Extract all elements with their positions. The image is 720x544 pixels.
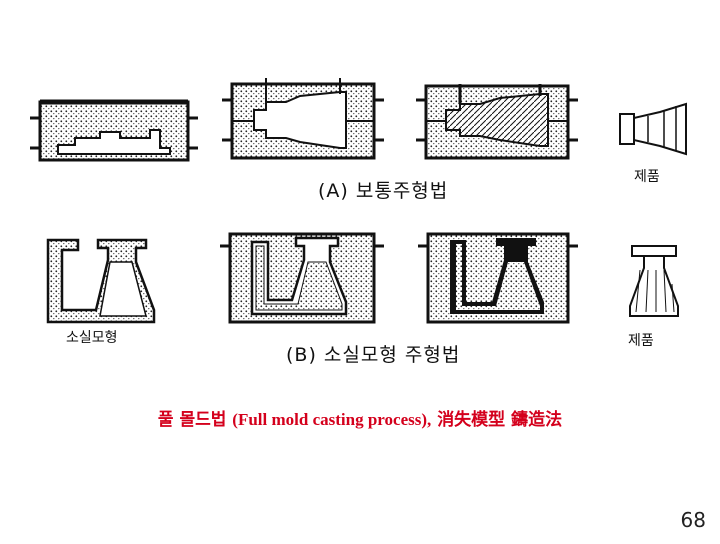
product-a	[620, 104, 686, 154]
caption-korean: 풀 몰드법	[158, 410, 226, 430]
slide-caption: 풀 몰드법 (Full mold casting process), 消失模型 …	[0, 405, 720, 430]
section-a-label: (A) 보통주형법	[318, 176, 448, 203]
product-a-label: 제품	[634, 166, 660, 186]
product-b	[630, 246, 678, 316]
section-b-label: (B) 소실모형 주형법	[286, 340, 460, 367]
mold-a2	[222, 78, 384, 158]
page-number: 68	[681, 508, 706, 532]
foam-pattern	[48, 240, 154, 322]
caption-english: (Full mold casting process),	[232, 410, 431, 429]
pattern-label: 소실모형	[66, 327, 118, 347]
mold-b3	[418, 234, 578, 322]
mold-a3	[416, 84, 578, 158]
mold-b2	[220, 234, 384, 322]
caption-hanja: 消失模型 鑄造法	[437, 410, 562, 430]
product-b-label: 제품	[628, 330, 654, 350]
mold-a1	[30, 102, 198, 160]
